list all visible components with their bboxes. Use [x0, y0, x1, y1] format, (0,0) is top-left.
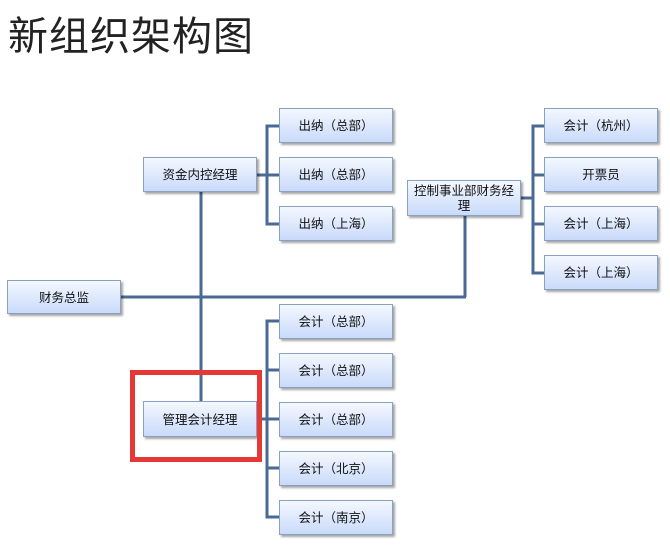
node-accountant[interactable]: 会计（总部）: [279, 402, 393, 437]
node-accountant[interactable]: 会计（总部）: [279, 304, 393, 339]
node-invoicer[interactable]: 开票员: [544, 157, 658, 192]
node-accountant[interactable]: 会计（杭州）: [544, 108, 658, 143]
node-cfo[interactable]: 财务总监: [7, 280, 121, 314]
node-cashier[interactable]: 出纳（总部）: [279, 108, 393, 143]
page-title: 新组织架构图: [8, 14, 254, 60]
highlight-rectangle: [130, 370, 262, 462]
node-accountant[interactable]: 会计（上海）: [544, 206, 658, 241]
node-mgmt-accounting-manager[interactable]: 管理会计经理: [143, 401, 257, 437]
node-accountant[interactable]: 会计（上海）: [544, 255, 658, 290]
node-cashier[interactable]: 出纳（上海）: [279, 206, 393, 241]
node-accountant[interactable]: 会计（总部）: [279, 353, 393, 388]
node-treasury-manager[interactable]: 资金内控经理: [143, 157, 257, 192]
node-accountant[interactable]: 会计（南京）: [279, 500, 393, 535]
node-accountant[interactable]: 会计（北京）: [279, 451, 393, 486]
node-division-manager[interactable]: 控制事业部财务经理: [407, 180, 521, 216]
division-bracket: [531, 124, 544, 275]
node-cashier[interactable]: 出纳（总部）: [279, 157, 393, 192]
